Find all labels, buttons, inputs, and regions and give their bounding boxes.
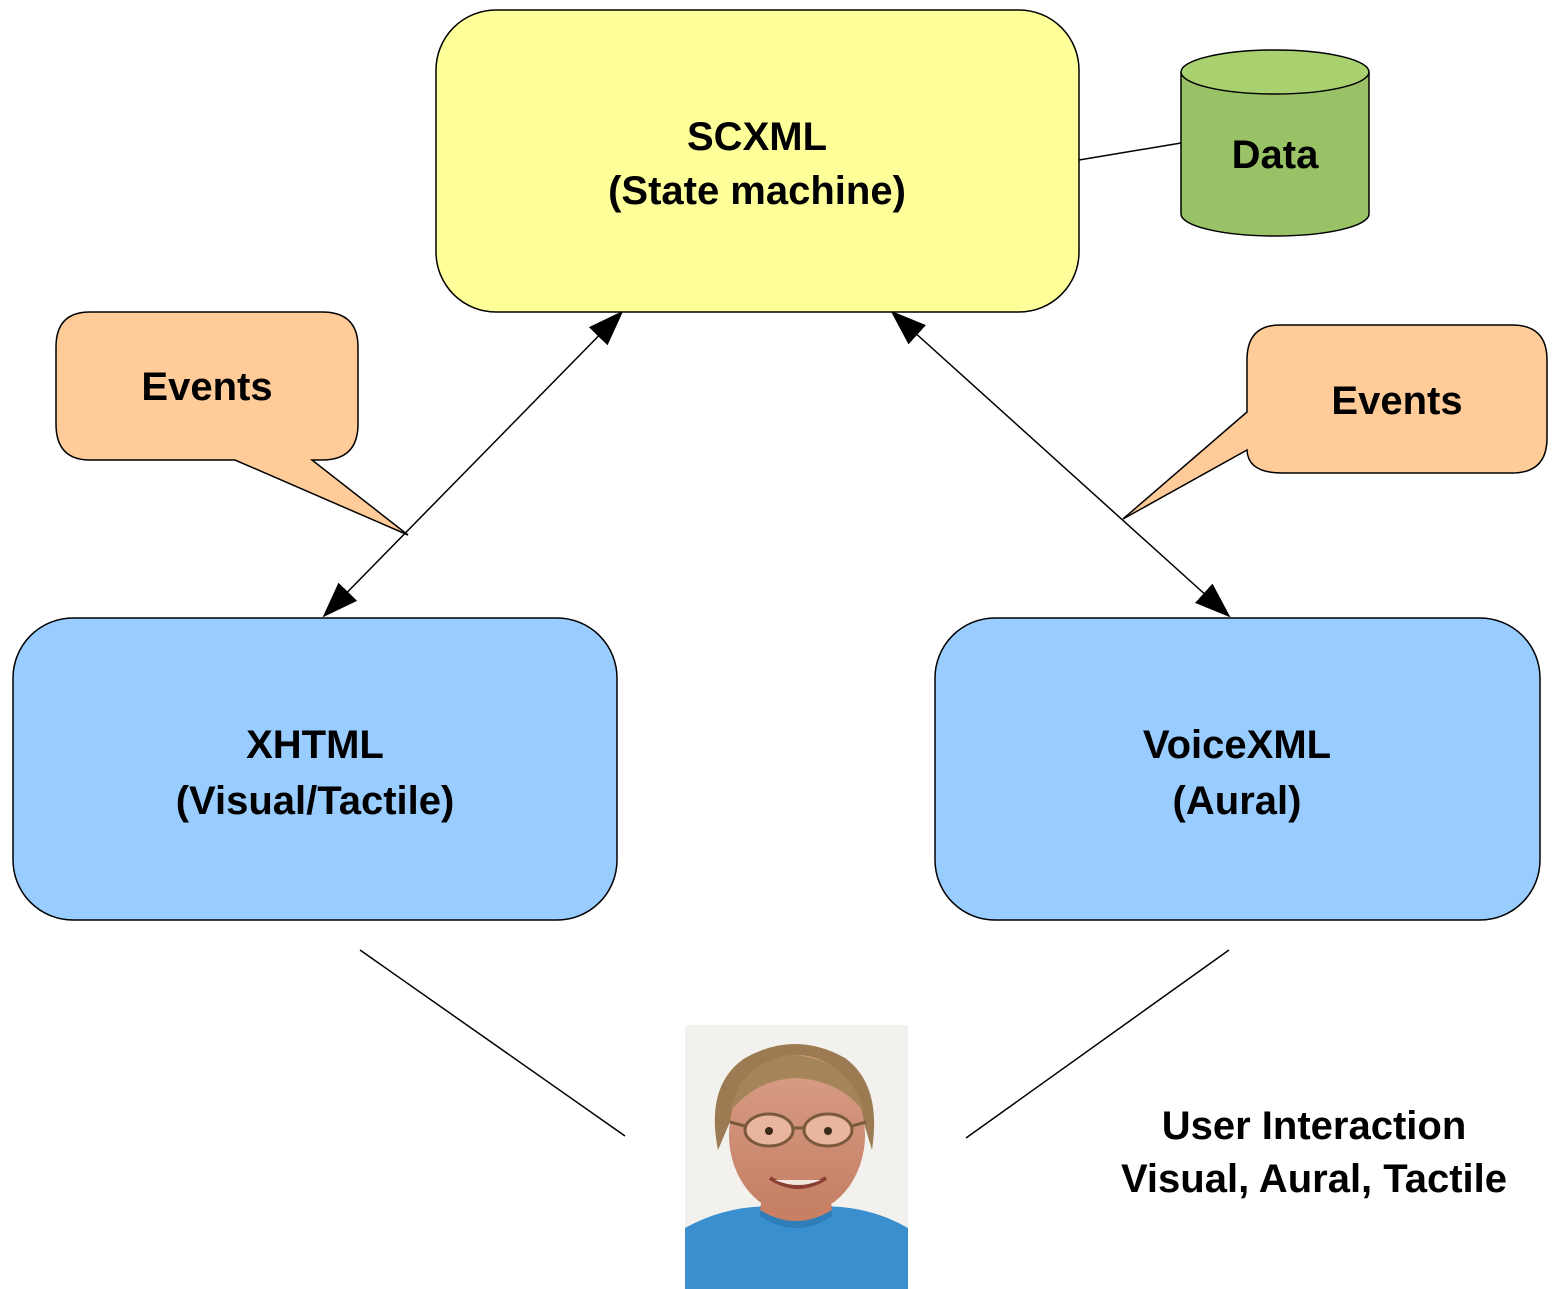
xhtml-subtitle: (Visual/Tactile) [176,779,455,823]
scxml-box [435,9,1080,313]
scxml-node: SCXML (State machine) [435,9,1080,313]
voicexml-node: VoiceXML (Aural) [934,617,1541,921]
scxml-xhtml-arrow [322,310,624,618]
scxml-voicexml-arrow [890,310,1231,618]
events-label-right: Events [1331,379,1462,423]
data-cylinder-body [1180,72,1370,237]
xhtml-title: XHTML [246,723,384,767]
scxml-title: SCXML [687,115,827,159]
events-callout-left: Events [55,311,409,536]
xhtml-box [12,617,618,921]
user-interaction-label: User Interaction Visual, Aural, Tactile [1121,1104,1507,1201]
events-callout-right: Events [1122,324,1548,520]
events-callout-right-shape [1122,324,1548,520]
xhtml-user-line [359,949,626,1137]
xhtml-node: XHTML (Visual/Tactile) [12,617,618,921]
data-store: Data [1180,49,1370,237]
data-cylinder-top [1180,49,1370,95]
user-interaction-line1: User Interaction [1162,1104,1467,1148]
scxml-subtitle: (State machine) [608,169,906,213]
scxml-data-connector [1078,142,1182,161]
user-photo-icon [685,1025,908,1289]
events-label-left: Events [141,365,272,409]
user-interaction-line2: Visual, Aural, Tactile [1121,1157,1507,1201]
voicexml-title: VoiceXML [1143,723,1331,767]
events-callout-left-shape [55,311,409,536]
voicexml-box [934,617,1541,921]
voicexml-subtitle: (Aural) [1173,779,1302,823]
voicexml-user-line [965,949,1230,1139]
data-label: Data [1232,133,1319,177]
